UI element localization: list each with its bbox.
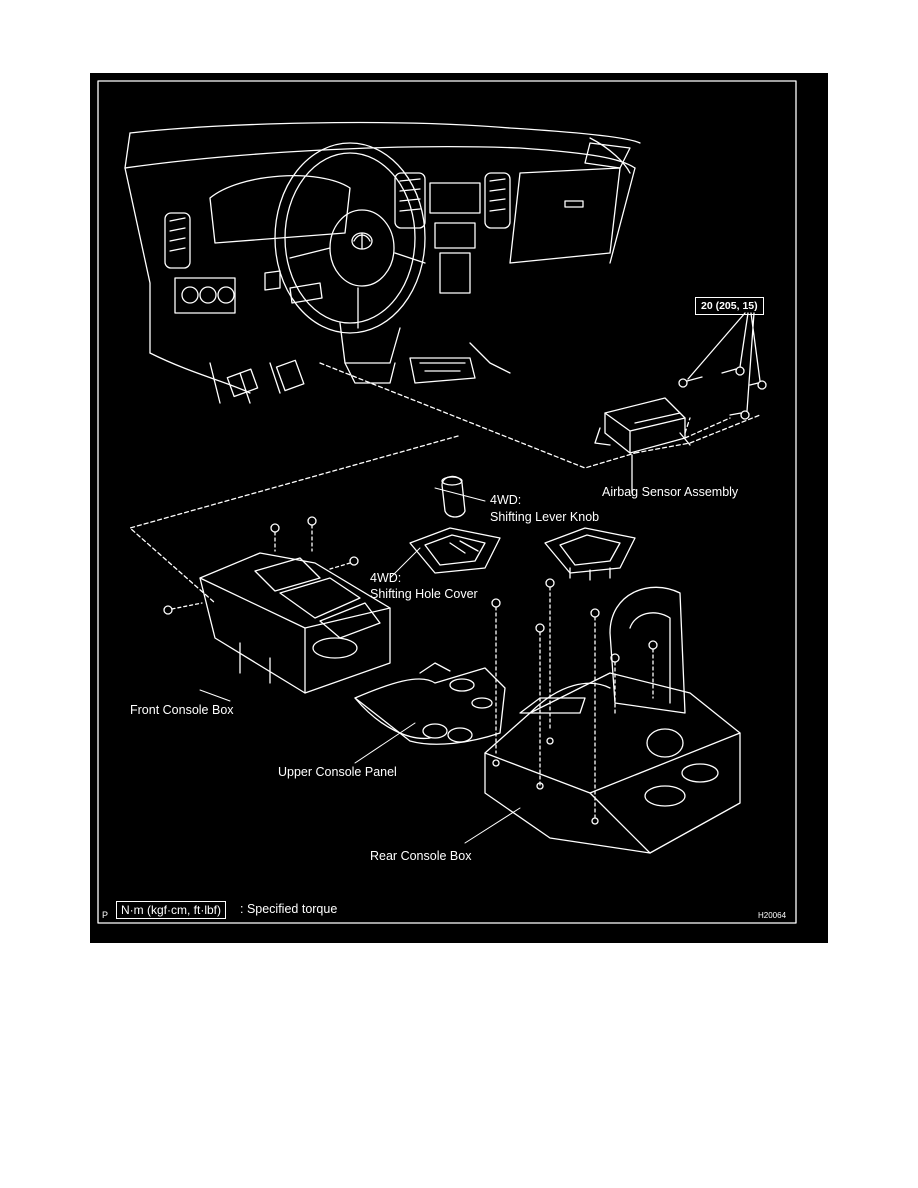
corner-mark: P	[102, 910, 109, 920]
hole-cover-label-line1: 4WD:	[370, 571, 402, 585]
hole-cover-label-line2: Shifting Hole Cover	[370, 587, 478, 601]
front-console-label: Front Console Box	[130, 703, 234, 717]
rear-console-illustration	[484, 586, 741, 854]
front-console-illustration	[199, 552, 391, 694]
airbag-sensor-label: Airbag Sensor Assembly	[602, 485, 739, 499]
front-console-screws	[163, 516, 359, 615]
torque-spec-box: 20 (205, 15)	[695, 297, 764, 315]
figure-code: H20064	[758, 911, 787, 920]
knob-label-line1: 4WD:	[490, 493, 522, 507]
diagram-drawing	[97, 80, 797, 924]
rear-console-label: Rear Console Box	[370, 849, 472, 863]
exploded-diagram: 20 (205, 15) Airbag Sensor Assembly 4WD:…	[90, 73, 828, 943]
upper-console-panel-illustration	[354, 662, 506, 745]
dashboard-illustration	[124, 121, 641, 404]
upper-panel-label: Upper Console Panel	[278, 765, 397, 779]
figure-border	[97, 80, 797, 924]
rear-console-screws	[491, 578, 658, 819]
legend-text: : Specified torque	[240, 902, 338, 916]
right-hole-cover-illustration	[544, 527, 636, 581]
torque-unit-box: N·m (kgf·cm, ft·lbf)	[116, 901, 226, 919]
shift-knob-illustration	[441, 475, 466, 518]
airbag-sensor-illustration	[594, 312, 767, 454]
shifting-hole-cover-illustration	[409, 527, 501, 574]
knob-label-line2: Shifting Lever Knob	[490, 510, 600, 524]
